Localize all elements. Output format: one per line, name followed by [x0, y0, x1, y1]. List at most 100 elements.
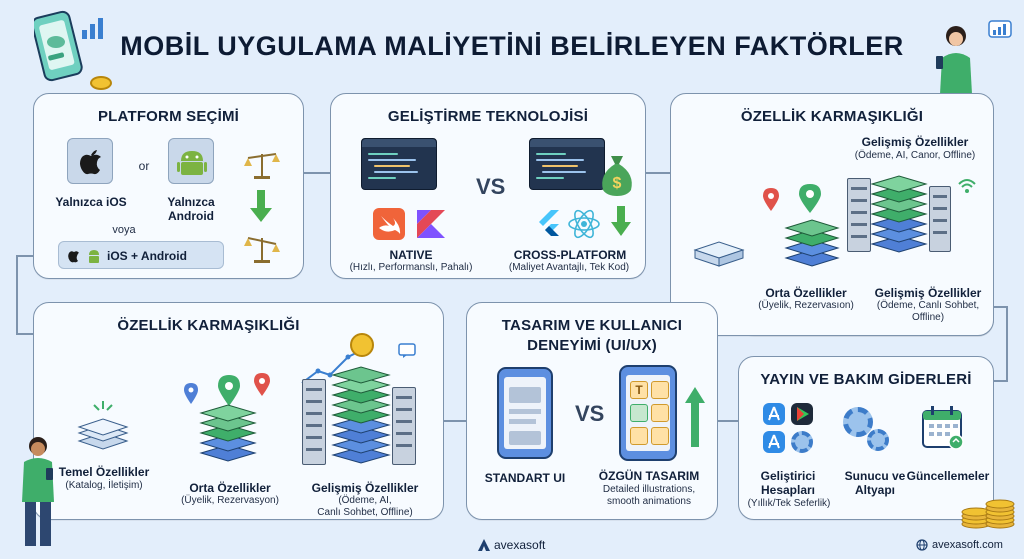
- code-window-icon: [361, 138, 437, 190]
- brand-logo-icon: [478, 539, 490, 551]
- layer-stack-icon: [869, 164, 929, 256]
- globe-icon: [916, 539, 928, 551]
- swift-icon: [373, 208, 405, 240]
- location-pin-icon: [799, 184, 821, 214]
- kotlin-icon: [415, 208, 447, 240]
- advanced-features-subtitle-line1: (Ödeme, AI,: [338, 495, 392, 506]
- connector-line: [994, 306, 1008, 308]
- wifi-icon: [955, 174, 979, 198]
- website-url: avexasoft.com: [932, 539, 1003, 551]
- android-only-label-line1: Yalnızca: [167, 195, 215, 209]
- palette-icon: [651, 381, 669, 399]
- code-window-icon: [529, 138, 605, 190]
- arrow-up-icon: [685, 387, 705, 447]
- calendar-icon: [921, 405, 965, 451]
- tech-title: GELİŞTİRME TEKNOLOJİSİ: [387, 108, 589, 125]
- advanced-features-title: Gelişmiş Özellikler: [311, 481, 419, 495]
- dev-accounts-subtitle: (Yıllık/Tek Seferlik): [747, 498, 831, 509]
- money-bag-icon: $: [597, 152, 637, 198]
- sparkle-icon: [92, 401, 114, 419]
- coin-stack-icon: [958, 486, 1018, 530]
- coin-stack-icon: [350, 333, 374, 357]
- connector-line: [718, 420, 738, 422]
- connector-line: [1006, 306, 1008, 382]
- settings-icon: [630, 427, 648, 445]
- connector-line: [16, 333, 34, 335]
- vs-label: VS: [476, 174, 506, 199]
- standard-ui-phone-icon: [497, 367, 553, 459]
- server-icon: [847, 178, 871, 252]
- custom-design-sub-line1: Detailed illustrations,: [602, 484, 696, 495]
- arrow-down-icon: [250, 190, 272, 224]
- svg-text:$: $: [613, 175, 622, 192]
- person-with-phone-icon: [926, 20, 986, 94]
- native-subtitle: (Hızlı, Performanslı, Pahalı): [349, 262, 473, 273]
- website-link[interactable]: avexasoft.com: [916, 537, 1003, 553]
- feature-bottom-title: ÖZELLİK KARMAŞIKLIĞI: [117, 317, 300, 334]
- layer-stack-icon: [198, 401, 258, 463]
- connector-line: [16, 255, 18, 335]
- platform-title: PLATFORM SEÇİMİ: [97, 108, 240, 125]
- location-pin-icon: [184, 383, 198, 405]
- custom-design-sub-line2: smooth animations: [607, 496, 691, 507]
- phone-cloud-icon: [31, 8, 90, 88]
- apple-icon: [68, 251, 79, 263]
- feature-complexity-panel-bottom: ÖZELLİK KARMAŞIKLIĞI Temel Özellikler (K…: [33, 302, 444, 520]
- server-icon: [302, 379, 326, 465]
- location-pin-icon: [218, 375, 240, 407]
- basic-features-subtitle: (Katalog, İletişim): [65, 480, 143, 491]
- connector-line: [994, 380, 1008, 382]
- maint-title: YAYIN VE BAKIM GİDERLERİ: [760, 371, 972, 388]
- server-icon: [392, 387, 416, 465]
- server-infra-title-line2: Altyapı: [854, 483, 895, 497]
- custom-design-phone-icon: T: [619, 365, 677, 461]
- connector-line: [16, 255, 34, 257]
- android-icon: [89, 250, 99, 263]
- design-title-line1: TASARIM VE KULLANICI: [501, 317, 683, 334]
- image-icon: [630, 404, 648, 422]
- vs-label: VS: [575, 401, 605, 426]
- advanced-features-subtitle-line2: Canlı Sohbet, Offline): [317, 507, 413, 518]
- ios-android-label: iOS + Android: [107, 249, 187, 263]
- server-icon: [929, 186, 951, 252]
- custom-design-label: ÖZGÜN TASARIM: [598, 469, 700, 483]
- brand-name: avexasoft: [494, 538, 546, 552]
- chat-bubble-icon: [398, 343, 416, 359]
- location-pin-icon: [254, 373, 270, 397]
- ios-only-label: Yalnızca iOS: [55, 195, 127, 209]
- connector-line: [304, 172, 330, 174]
- gear-icon: [791, 431, 813, 453]
- layer-stack-icon: [783, 206, 841, 268]
- ios-android-pill: iOS + Android: [58, 241, 224, 269]
- react-icon: [567, 208, 601, 240]
- location-pin-icon: [763, 188, 779, 212]
- updates-title: Güncellemeler: [906, 469, 990, 483]
- advanced-features-subtitle: (Ödeme, AI, Canor, Offline): [854, 150, 976, 161]
- app-store-icon: [763, 403, 785, 425]
- mid-features-subtitle: (Üyelik, Rezervasıon): [758, 300, 854, 311]
- platform-panel: PLATFORM SEÇİMİ or Yalnızca iOS Yalnızca…: [33, 93, 304, 279]
- brand-logo: avexasoft: [478, 537, 545, 553]
- apple-icon: [67, 138, 113, 184]
- dev-accounts-title-line2: Hesapları: [760, 483, 816, 497]
- advanced-features-2-subtitle-line1: (Ödeme, Canlı Sohbet,: [876, 300, 980, 311]
- gear-icon: [867, 429, 889, 451]
- feature-top-title: ÖZELLİK KARMAŞIKLIĞI: [740, 108, 924, 125]
- layer-stack-icon: [330, 351, 392, 467]
- arrow-down-icon: [611, 206, 631, 238]
- voya-label: voya: [112, 224, 136, 236]
- android-only-label-line2: Android: [168, 209, 214, 223]
- gear-icon: [843, 407, 873, 437]
- page-title: MOBİL UYGULAMA MALİYETİNİ BELİRLEYEN FAK…: [120, 31, 904, 61]
- tech-panel: GELİŞTİRME TEKNOLOJİSİ NATIVE (Hızlı, Pe…: [330, 93, 646, 279]
- advanced-features-2-subtitle-line2: Offline): [911, 312, 945, 323]
- person-with-phone-icon: [12, 432, 62, 550]
- connector-line: [646, 172, 670, 174]
- dev-accounts-title-line1: Geliştirici: [760, 469, 816, 483]
- connector-line: [444, 420, 466, 422]
- mid-features-title: Orta Özellikler: [189, 481, 271, 495]
- trend-line-icon: [300, 343, 370, 387]
- touch-icon: [651, 427, 669, 445]
- server-infra-title-line1: Sunucu ve: [844, 469, 906, 483]
- native-title: NATIVE: [389, 248, 433, 262]
